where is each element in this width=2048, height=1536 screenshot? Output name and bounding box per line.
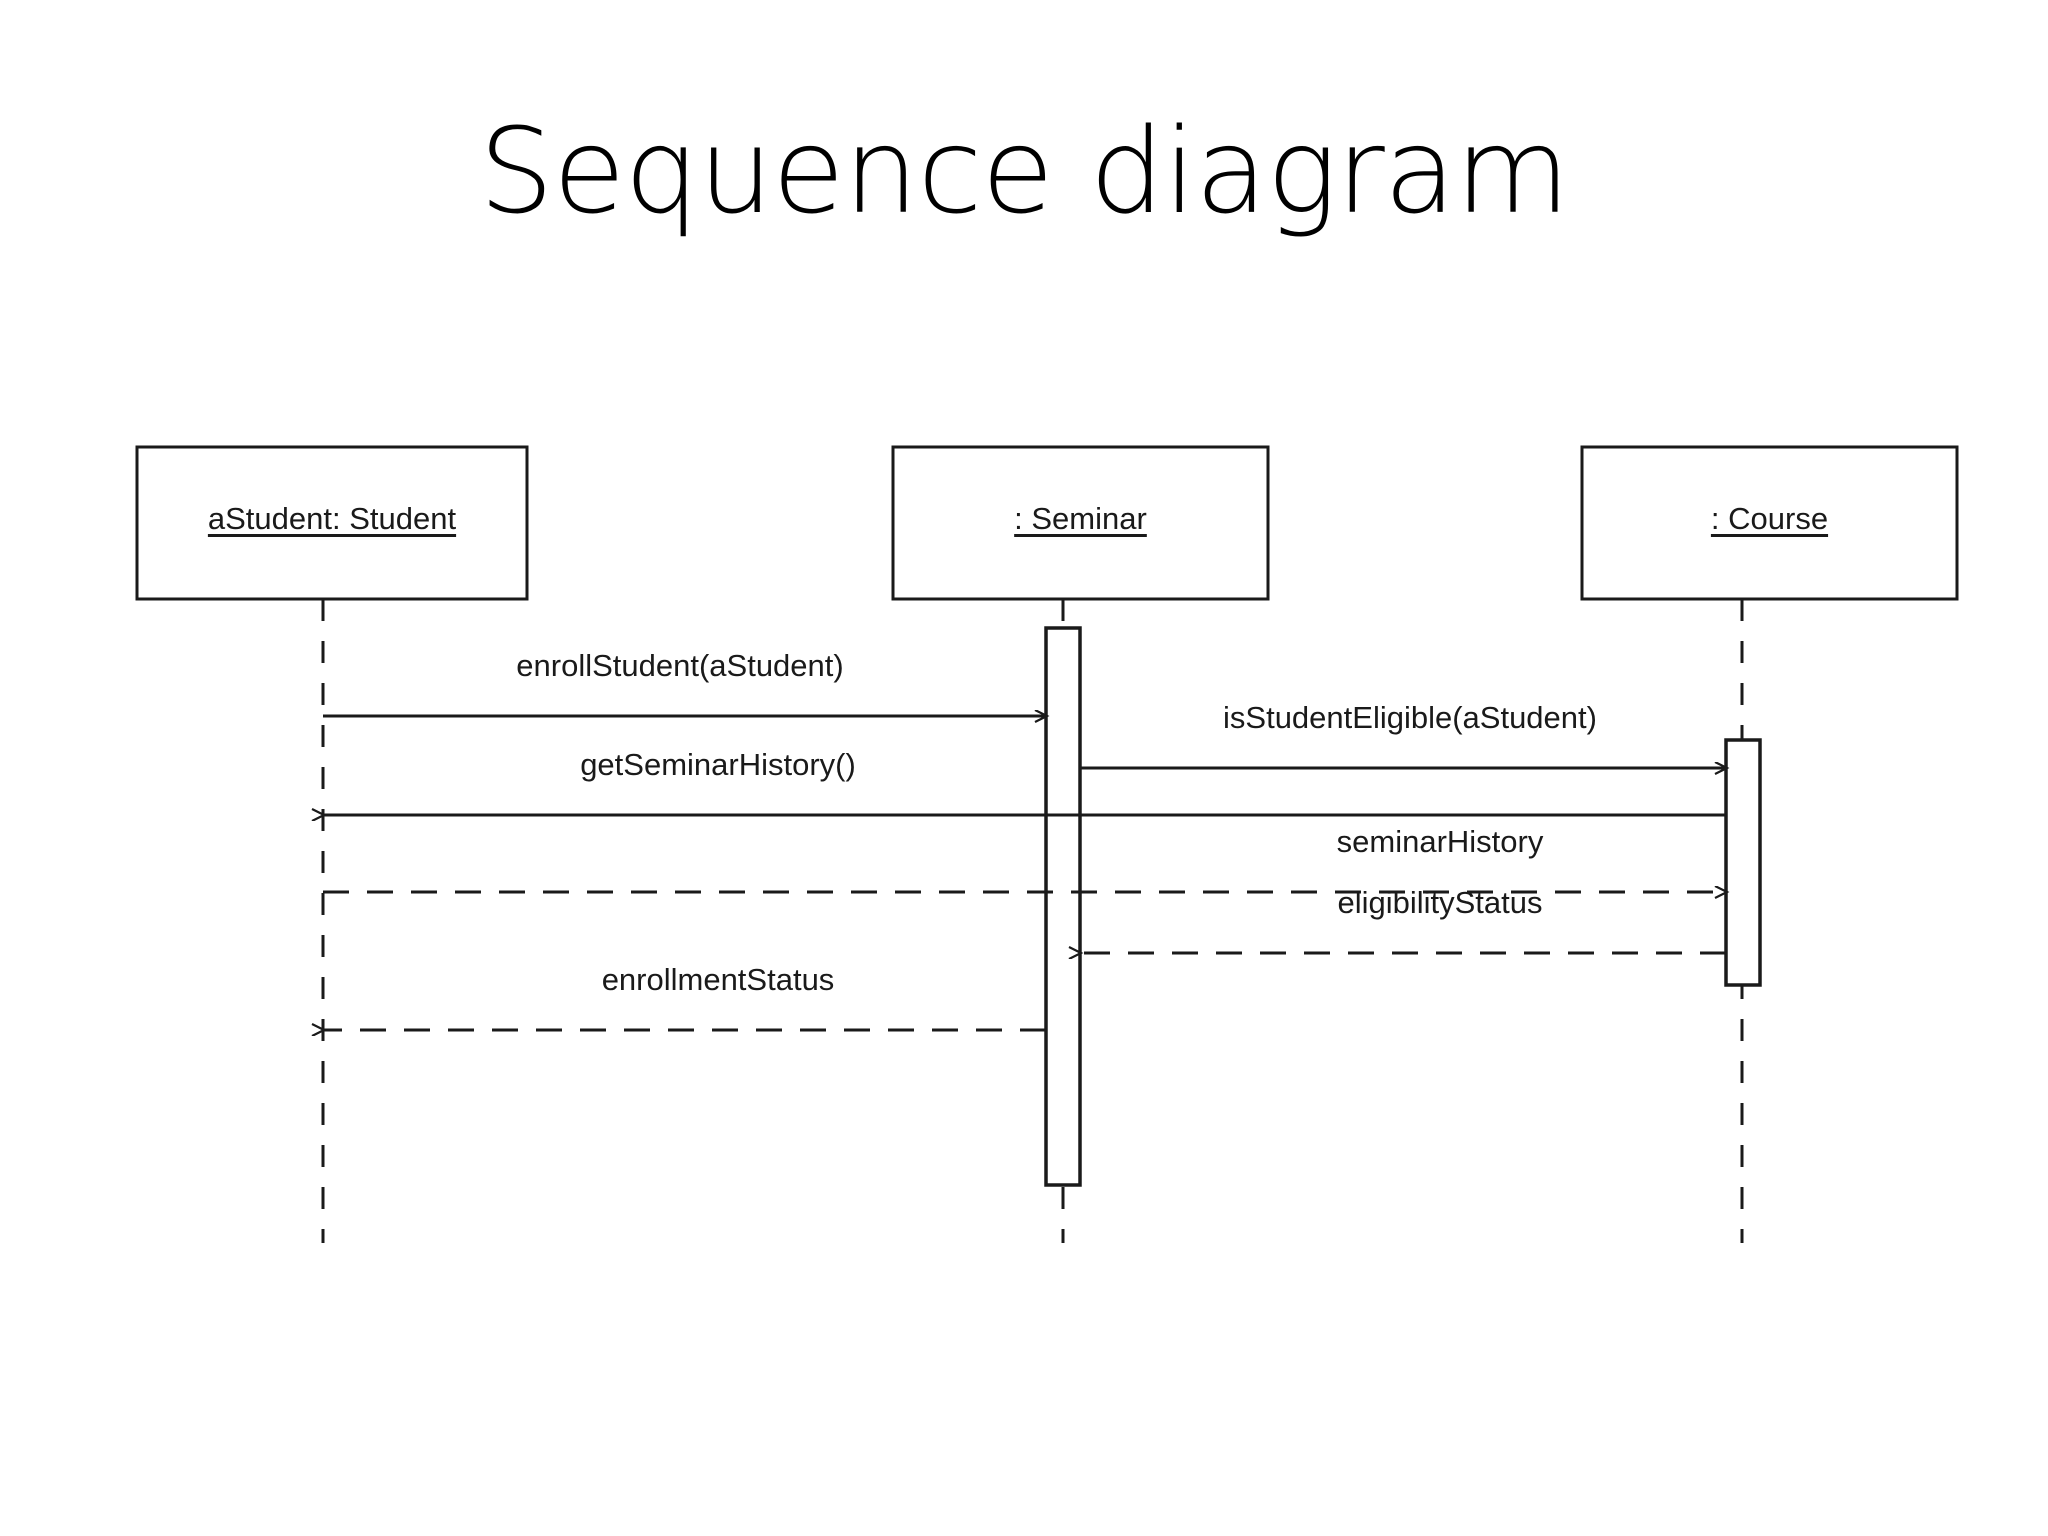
lifelines-group: [135, 445, 1959, 1243]
messages-group: [323, 716, 1726, 1030]
activation-bar-course[interactable]: [1724, 738, 1762, 987]
participant-box-seminar[interactable]: [891, 445, 1270, 601]
participant-box-student[interactable]: [135, 445, 529, 601]
page-title: Sequence diagram: [478, 102, 1570, 240]
participant-label-seminar: : Seminar: [1014, 501, 1147, 536]
message-label-2: isStudentEligible(aStudent): [1223, 700, 1597, 735]
message-label-5: eligibilityStatus: [1337, 885, 1543, 920]
activation-bar-seminar[interactable]: [1044, 626, 1082, 1187]
participant-box-course[interactable]: [1580, 445, 1959, 601]
participant-label-course: : Course: [1710, 501, 1829, 536]
message-label-4: seminarHistory: [1336, 824, 1544, 859]
participant-label-student: aStudent: Student: [207, 501, 457, 536]
message-label-1: enrollStudent(aStudent): [516, 648, 844, 683]
message-label-6: enrollmentStatus: [601, 962, 835, 997]
message-label-3: getSeminarHistory(): [580, 747, 856, 782]
